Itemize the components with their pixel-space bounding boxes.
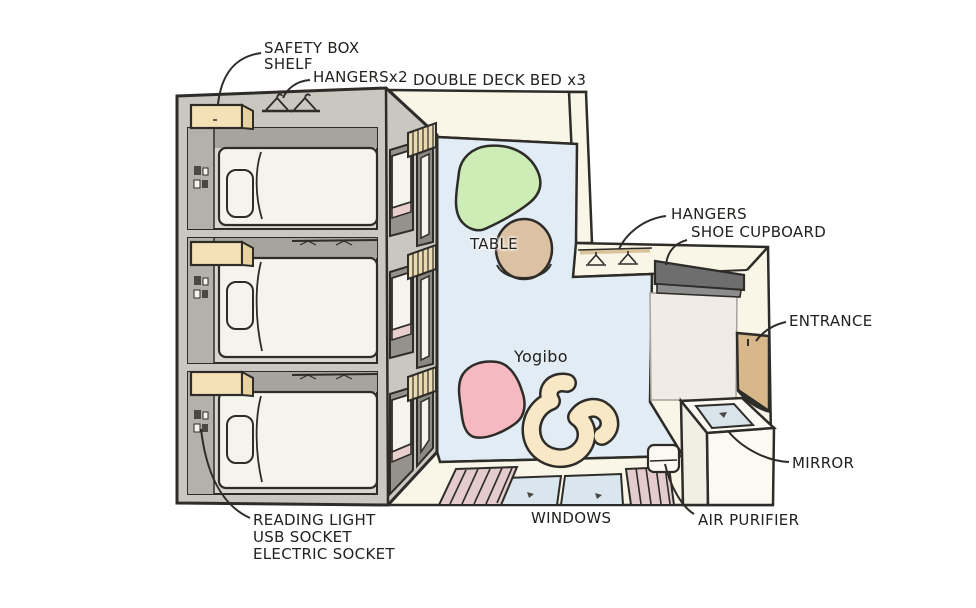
leader-entrance xyxy=(755,321,787,342)
leader-hangers-x2 xyxy=(282,79,311,99)
bean-bag-green xyxy=(454,144,542,232)
mirror-counter xyxy=(678,396,777,507)
leader-safety-box xyxy=(217,52,262,105)
label-safety-box-line2: SHELF xyxy=(264,55,313,73)
blanket-fold-3 xyxy=(255,395,263,483)
safety-box-shelf-1 xyxy=(189,103,254,131)
socket-panel-2 xyxy=(193,276,209,299)
shoe-cupboard xyxy=(649,259,746,401)
leader-shoe-cupboard xyxy=(665,239,688,266)
label-yogibo: Yogibo xyxy=(514,347,568,366)
mirror-mark xyxy=(719,412,727,418)
frame-edge xyxy=(384,87,390,506)
label-table: TABLE xyxy=(470,235,518,253)
label-shoe-cupboard: SHOE CUPBOARD xyxy=(691,223,827,241)
label-usb-socket: USB SOCKET xyxy=(253,528,352,546)
socket-panel-3 xyxy=(193,410,209,433)
leader-mirror xyxy=(727,430,790,463)
curtain-left xyxy=(437,465,519,506)
window-latch-left xyxy=(527,492,534,498)
label-air-purifier: AIR PURIFIER xyxy=(698,511,800,529)
blanket-fold-1 xyxy=(255,151,263,220)
entrance-door xyxy=(735,331,771,414)
label-windows: WINDOWS xyxy=(531,509,612,527)
bunk-front-1 xyxy=(389,121,437,248)
hanger-rail-bay3 xyxy=(291,373,378,376)
bed-bay-2 xyxy=(187,237,379,364)
leader-air-purifier xyxy=(664,463,695,515)
label-safety-box-line1: SAFETY BOX xyxy=(264,39,360,57)
label-double-deck-bed: DOUBLE DECK BED x3 xyxy=(413,71,587,89)
socket-panel-1 xyxy=(193,166,209,189)
bean-bag-pink xyxy=(457,360,526,439)
curtain-right xyxy=(624,465,676,506)
round-table xyxy=(494,217,554,281)
air-purifier xyxy=(646,443,681,474)
leader-hangers xyxy=(618,215,667,250)
bunk-curtain-2 xyxy=(407,243,437,281)
blanket-fold-2 xyxy=(255,261,263,352)
label-hangers-x2: HANGERSx2 xyxy=(313,68,408,86)
leader-reading-light xyxy=(200,428,251,519)
leader-lines xyxy=(200,52,790,519)
shoe-cupboard-panel xyxy=(649,292,738,401)
hanger-rail-bay2 xyxy=(291,239,378,242)
alcove-hangers xyxy=(577,247,653,266)
shoe-cupboard-box xyxy=(653,259,746,292)
label-electric-socket: ELECTRIC SOCKET xyxy=(253,545,395,563)
safety-box-shelf-3 xyxy=(189,370,254,398)
bed-bay-1 xyxy=(187,127,379,230)
pillow-3 xyxy=(226,415,254,464)
yogibo-roll xyxy=(521,372,620,469)
counter-front xyxy=(705,426,776,507)
label-hangers: HANGERS xyxy=(671,205,747,223)
bunk-front-2 xyxy=(389,243,437,370)
label-mirror: MIRROR xyxy=(792,454,855,472)
pillow-1 xyxy=(226,169,254,218)
hangers-top-icon xyxy=(262,93,320,113)
label-reading-light: READING LIGHT xyxy=(253,511,376,529)
window-latch-right xyxy=(595,493,602,499)
bunk-front-3 xyxy=(389,365,437,497)
wall-corner-line xyxy=(746,246,769,271)
bunk-bed-unit xyxy=(175,86,439,507)
window-pane-right xyxy=(559,472,625,506)
safety-box-shelf-2 xyxy=(189,240,254,268)
bunk-curtain-1 xyxy=(407,121,437,159)
bottom-wall xyxy=(385,449,685,507)
bunk-curtain-3 xyxy=(407,365,437,403)
label-entrance: ENTRANCE xyxy=(789,312,873,330)
shoe-cupboard-lower xyxy=(656,283,742,298)
pillow-2 xyxy=(226,281,254,330)
